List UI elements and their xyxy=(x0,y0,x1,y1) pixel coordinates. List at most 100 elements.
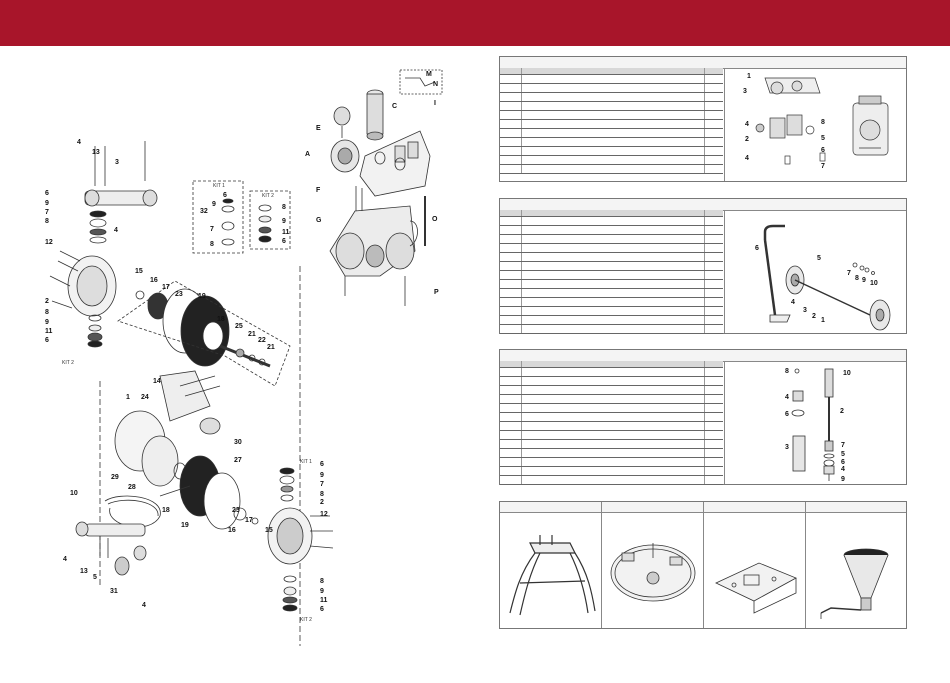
svg-text:9: 9 xyxy=(282,218,286,225)
svg-text:4: 4 xyxy=(791,299,795,306)
header-bar xyxy=(0,0,950,46)
parts-table xyxy=(500,210,723,334)
accessory-header-hopper xyxy=(806,502,906,513)
svg-text:4: 4 xyxy=(841,466,845,473)
svg-text:10: 10 xyxy=(843,370,851,377)
svg-text:I: I xyxy=(434,100,436,107)
svg-text:KIT 1: KIT 1 xyxy=(213,183,225,189)
svg-text:4: 4 xyxy=(142,602,146,609)
svg-text:2: 2 xyxy=(45,298,49,305)
svg-text:KIT 2: KIT 2 xyxy=(62,360,74,366)
svg-text:6: 6 xyxy=(785,411,789,418)
svg-text:25: 25 xyxy=(235,323,243,330)
svg-text:G: G xyxy=(316,217,322,224)
svg-text:16: 16 xyxy=(150,277,158,284)
svg-text:10: 10 xyxy=(870,280,878,287)
svg-text:18: 18 xyxy=(217,316,225,323)
svg-text:14: 14 xyxy=(153,378,161,385)
svg-text:7: 7 xyxy=(320,481,324,488)
svg-text:8: 8 xyxy=(210,241,214,248)
svg-text:31: 31 xyxy=(110,588,118,595)
svg-text:6: 6 xyxy=(320,461,324,468)
svg-text:5: 5 xyxy=(93,574,97,581)
svg-text:2: 2 xyxy=(812,313,816,320)
svg-text:27: 27 xyxy=(234,457,242,464)
svg-text:24: 24 xyxy=(141,394,149,401)
accessory-hopper xyxy=(806,513,906,628)
svg-text:4: 4 xyxy=(77,139,81,146)
svg-text:18: 18 xyxy=(162,507,170,514)
accessory-stand xyxy=(500,513,602,628)
svg-text:19: 19 xyxy=(181,522,189,529)
svg-text:6: 6 xyxy=(223,192,227,199)
svg-text:9: 9 xyxy=(320,588,324,595)
svg-text:12: 12 xyxy=(45,239,53,246)
svg-text:2: 2 xyxy=(320,499,324,506)
svg-text:21: 21 xyxy=(267,344,275,351)
svg-text:KIT 2: KIT 2 xyxy=(262,193,274,199)
accessories-panel xyxy=(499,501,907,629)
svg-text:3: 3 xyxy=(803,307,807,314)
svg-text:17: 17 xyxy=(245,517,253,524)
svg-text:8: 8 xyxy=(855,275,859,282)
svg-text:8: 8 xyxy=(320,491,324,498)
svg-text:21: 21 xyxy=(248,331,256,338)
svg-text:2: 2 xyxy=(745,136,749,143)
svg-text:6: 6 xyxy=(45,190,49,197)
svg-text:23: 23 xyxy=(175,291,183,298)
svg-text:28: 28 xyxy=(128,484,136,491)
svg-text:9: 9 xyxy=(841,476,845,483)
svg-text:5: 5 xyxy=(821,135,825,142)
svg-text:22: 22 xyxy=(258,337,266,344)
parts-table xyxy=(500,68,723,174)
svg-text:6: 6 xyxy=(282,238,286,245)
svg-text:9: 9 xyxy=(320,472,324,479)
svg-text:6: 6 xyxy=(320,606,324,613)
svg-text:17: 17 xyxy=(162,284,170,291)
svg-text:6: 6 xyxy=(755,245,759,252)
svg-text:4: 4 xyxy=(785,394,789,401)
svg-text:11: 11 xyxy=(282,229,290,236)
svg-text:5: 5 xyxy=(841,451,845,458)
svg-text:12: 12 xyxy=(320,511,328,518)
svg-text:9: 9 xyxy=(212,201,216,208)
svg-text:F: F xyxy=(316,187,321,194)
svg-text:3: 3 xyxy=(743,88,747,95)
svg-text:3: 3 xyxy=(785,444,789,451)
svg-text:11: 11 xyxy=(45,328,53,335)
svg-text:29: 29 xyxy=(111,474,119,481)
svg-text:7: 7 xyxy=(210,226,214,233)
svg-text:9: 9 xyxy=(862,277,866,284)
svg-text:8: 8 xyxy=(45,309,49,316)
svg-text:15: 15 xyxy=(135,268,143,275)
svg-text:11: 11 xyxy=(320,597,328,604)
svg-text:13: 13 xyxy=(80,568,88,575)
svg-text:N: N xyxy=(433,81,438,88)
svg-text:KIT 1: KIT 1 xyxy=(300,459,312,465)
svg-text:A: A xyxy=(305,151,310,158)
parts-table xyxy=(500,361,723,485)
svg-text:M: M xyxy=(426,71,432,78)
svg-text:6: 6 xyxy=(45,337,49,344)
svg-text:9: 9 xyxy=(45,319,49,326)
svg-text:O: O xyxy=(432,216,438,223)
svg-text:E: E xyxy=(316,125,321,132)
svg-text:4: 4 xyxy=(114,227,118,234)
svg-text:8: 8 xyxy=(320,578,324,585)
accessory-header-drum-cover xyxy=(602,502,704,513)
svg-text:P: P xyxy=(434,289,439,296)
accessory-header-wall-bracket xyxy=(704,502,806,513)
svg-text:7: 7 xyxy=(841,442,845,449)
svg-text:6: 6 xyxy=(821,147,825,154)
svg-text:7: 7 xyxy=(45,209,49,216)
svg-text:4: 4 xyxy=(63,556,67,563)
svg-text:4: 4 xyxy=(745,155,749,162)
svg-text:2: 2 xyxy=(840,408,844,415)
